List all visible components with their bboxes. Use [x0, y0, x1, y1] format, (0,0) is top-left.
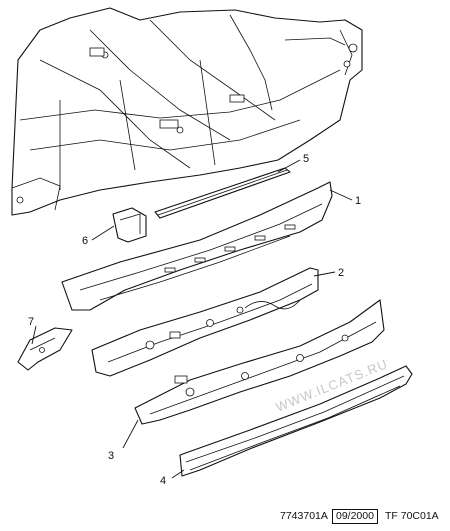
part-3-outer-sill — [134, 299, 385, 425]
callout-5: 5 — [303, 153, 309, 165]
reference-code: 7743701A — [280, 510, 328, 522]
part-7-corner-piece — [17, 327, 73, 371]
part-6-bracket — [112, 207, 147, 243]
callout-7: 7 — [28, 316, 34, 328]
leader-lines — [31, 159, 353, 479]
callout-4: 4 — [160, 475, 166, 487]
callout-1: 1 — [355, 195, 361, 207]
callout-3: 3 — [108, 450, 114, 462]
floor-assembly — [11, 7, 363, 216]
part-2-sill-member — [91, 267, 319, 377]
callout-2: 2 — [338, 267, 344, 279]
part-4-rocker-panel — [179, 365, 413, 477]
catalog-code: TF 70C01A — [385, 510, 439, 522]
part-5-strip — [154, 167, 291, 219]
part-1-inner-sill — [61, 181, 333, 311]
date-code: 09/2000 — [332, 509, 378, 524]
callout-6: 6 — [82, 235, 88, 247]
